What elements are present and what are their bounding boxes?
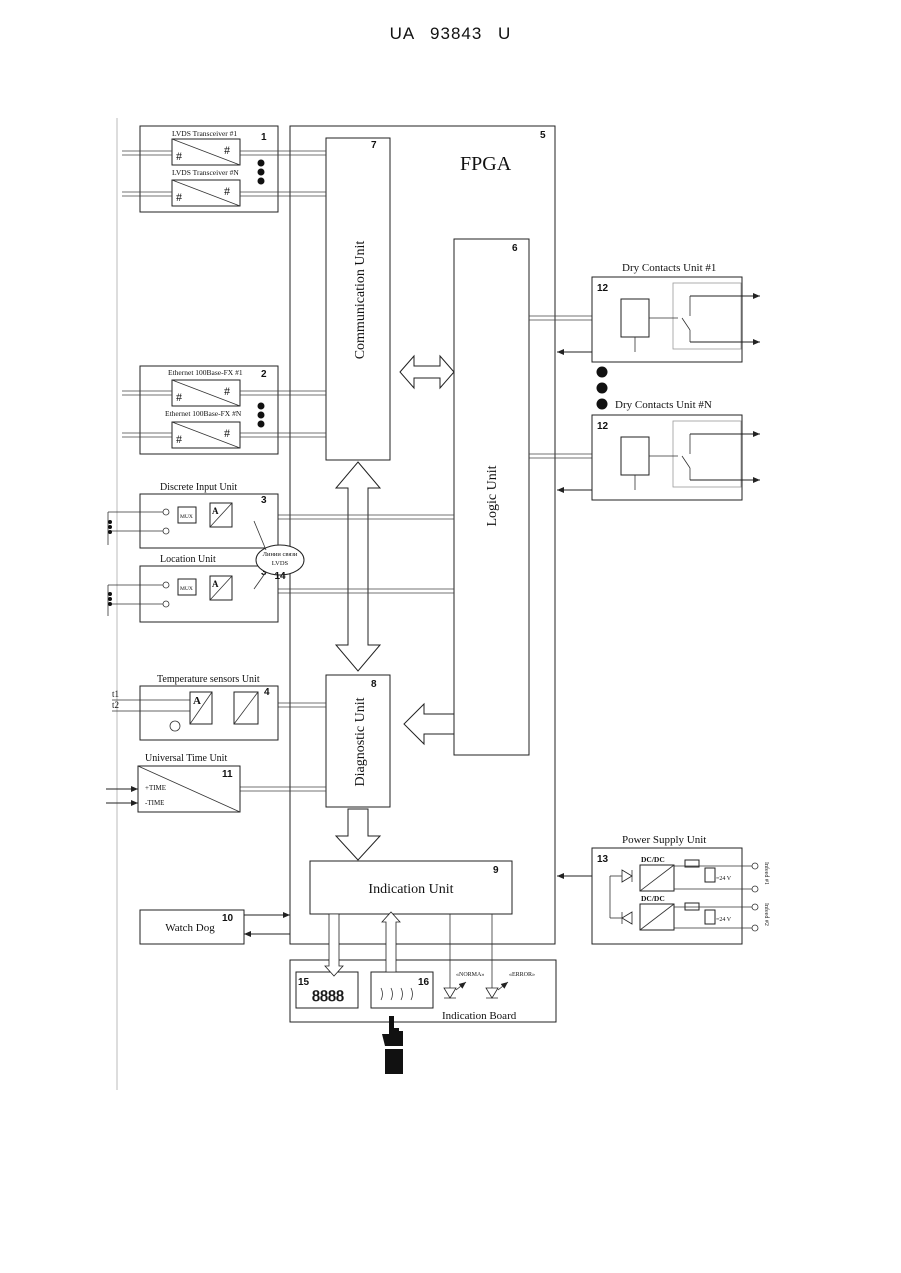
led-norma-label: «NORMA» (456, 972, 484, 978)
location-a: A (212, 579, 219, 589)
hand-press-icon (382, 1016, 403, 1074)
power-infeed-2: Infeed #2 (763, 903, 770, 926)
discrete-input-num: 3 (261, 495, 267, 506)
lvds-label-n: LVDS Transceiver #N (172, 168, 239, 177)
discrete-input-title: Discrete Input Unit (160, 482, 237, 493)
temperature-sensors-unit: Temperature sensors Unit 4 t1 t2 A (112, 674, 278, 740)
indication-unit: 9 Indication Unit (310, 861, 512, 914)
utime-num: 11 (222, 769, 233, 780)
temp-a: A (193, 695, 201, 707)
led-error-label: «ERROR» (509, 972, 535, 978)
dry-contacts-unit-1: Dry Contacts Unit #1 12 (592, 262, 760, 362)
ethernet-num: 2 (261, 369, 267, 380)
svg-text:#: # (224, 384, 230, 398)
indication-board-label: Indication Board (442, 1010, 517, 1022)
location-title: Location Unit (160, 554, 216, 565)
temperature-num: 4 (264, 687, 270, 698)
keys-num: 16 (418, 977, 430, 988)
power-supply-unit: Power Supply Unit 13 DC/DC =24 V Infeed … (592, 834, 770, 944)
diagnostic-unit-label: Diagnostic Unit (353, 697, 368, 786)
svg-text:#: # (224, 426, 230, 440)
dry-contacts-unit-n: Dry Contacts Unit #N 12 (592, 399, 760, 500)
logic-unit-label: Logic Unit (485, 465, 500, 526)
svg-text:#: # (224, 184, 230, 198)
lvds-label-1: LVDS Transceiver #1 (172, 129, 237, 138)
power-infeed-1: Infeed #1 (763, 862, 770, 885)
utime-title: Universal Time Unit (145, 753, 227, 764)
dryN-num: 12 (597, 421, 609, 432)
watch-dog: 10 Watch Dog (140, 910, 244, 944)
svg-text:#: # (176, 432, 182, 446)
power-v1: =24 V (716, 876, 732, 882)
temp-input-1: t1 (112, 689, 119, 699)
logic-unit-num: 6 (512, 243, 518, 254)
communication-unit-num: 7 (371, 140, 377, 151)
power-dcdc-2: DC/DC (641, 894, 665, 903)
universal-time-unit: Universal Time Unit 11 +TIME -TIME (106, 753, 240, 812)
watchdog-label: Watch Dog (165, 922, 215, 934)
temperature-title: Temperature sensors Unit (157, 674, 260, 685)
callout-line-1: Линии связи (263, 551, 298, 558)
logic-unit: 6 Logic Unit (454, 239, 529, 755)
diagnostic-unit-num: 8 (371, 679, 377, 690)
svg-text:#: # (176, 149, 182, 163)
callout-line-2: LVDS (272, 560, 289, 567)
watchdog-num: 10 (222, 913, 234, 924)
ethernet-label-n: Ethernet 100Base-FX #N (165, 409, 242, 418)
location-mux: MUX (180, 586, 193, 592)
fpga-num: 5 (540, 130, 546, 141)
diagnostic-unit: 8 Diagnostic Unit (326, 675, 390, 807)
temp-input-2: t2 (112, 700, 119, 710)
svg-text:#: # (224, 143, 230, 157)
discrete-a: A (212, 506, 219, 516)
callout-num: 14 (274, 571, 286, 582)
communication-unit: 7 Communication Unit (326, 138, 390, 460)
indication-unit-label: Indication Unit (368, 882, 453, 897)
fpga-title: FPGA (460, 153, 512, 175)
power-title: Power Supply Unit (622, 834, 706, 846)
power-dcdc-1: DC/DC (641, 855, 665, 864)
power-v2: =24 V (716, 917, 732, 923)
indication-unit-num: 9 (493, 865, 499, 876)
seven-segment-display: 8888 (312, 988, 344, 1005)
dry1-num: 12 (597, 283, 609, 294)
dry1-title: Dry Contacts Unit #1 (622, 262, 716, 274)
lvds-transceiver-block: 1 LVDS Transceiver #1 LVDS Transceiver #… (140, 126, 278, 212)
lvds-num: 1 (261, 132, 267, 143)
communication-unit-label: Communication Unit (353, 241, 368, 360)
utime-minus: -TIME (145, 799, 164, 807)
display-num: 15 (298, 977, 310, 988)
location-unit: Location Unit 3 MUX A (108, 554, 278, 622)
dryN-title: Dry Contacts Unit #N (615, 399, 712, 411)
ethernet-block: 2 Ethernet 100Base-FX #1 Ethernet 100Bas… (140, 366, 278, 454)
power-num: 13 (597, 854, 609, 865)
ethernet-label-1: Ethernet 100Base-FX #1 (168, 368, 243, 377)
more-units-dots (597, 367, 608, 410)
svg-text:#: # (176, 390, 182, 404)
svg-text:#: # (176, 190, 182, 204)
utime-plus: +TIME (145, 784, 166, 792)
discrete-input-unit: Discrete Input Unit 3 MUX A (108, 482, 278, 548)
discrete-mux: MUX (180, 514, 193, 520)
